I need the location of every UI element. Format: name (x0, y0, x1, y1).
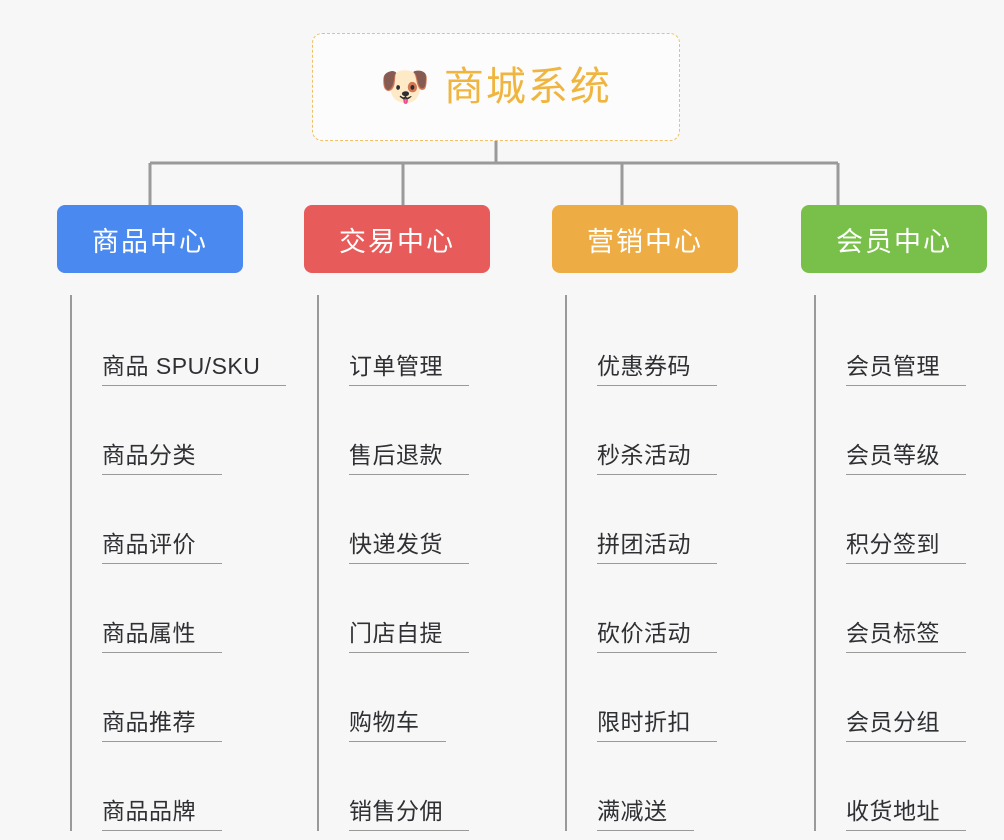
leaf-label: 秒杀活动 (597, 442, 717, 475)
list-item[interactable]: 订单管理 (319, 297, 469, 386)
shiba-dog-icon: 🐶 (380, 65, 430, 109)
leaf-stack-product: 商品 SPU/SKU 商品分类 商品评价 商品属性 商品推荐 商品品牌 (70, 295, 287, 831)
list-item[interactable]: 积分签到 (816, 475, 966, 564)
list-item[interactable]: 快递发货 (319, 475, 469, 564)
list-item[interactable]: 会员分组 (816, 653, 966, 742)
category-label: 商品中心 (92, 226, 208, 257)
leaf-stack-member: 会员管理 会员等级 积分签到 会员标签 会员分组 收货地址 (814, 295, 966, 831)
leaf-label: 商品 SPU/SKU (102, 353, 287, 386)
leaf-label: 购物车 (349, 709, 446, 742)
leaf-label: 会员标签 (846, 620, 966, 653)
leaf-label: 会员等级 (846, 442, 966, 475)
list-item[interactable]: 商品推荐 (72, 653, 286, 742)
root-title: 商城系统 (443, 65, 612, 109)
leaf-label: 砍价活动 (597, 620, 717, 653)
list-item[interactable]: 优惠券码 (567, 297, 717, 386)
list-item[interactable]: 拼团活动 (567, 475, 717, 564)
leaf-label: 快递发货 (349, 531, 469, 564)
leaf-label: 商品分类 (102, 442, 222, 475)
category-column-marketing: 营销中心 优惠券码 秒杀活动 拼团活动 砍价活动 限时折扣 满减送 (502, 205, 753, 831)
leaf-label: 会员分组 (846, 709, 966, 742)
category-label: 会员中心 (836, 226, 952, 257)
leaf-label: 拼团活动 (597, 531, 717, 564)
list-item[interactable]: 门店自提 (319, 564, 469, 653)
leaf-label: 会员管理 (846, 353, 966, 386)
list-item[interactable]: 会员等级 (816, 386, 966, 475)
category-label: 交易中心 (339, 226, 455, 257)
list-item[interactable]: 秒杀活动 (567, 386, 717, 475)
list-item[interactable]: 收货地址 (816, 742, 966, 831)
leaf-label: 订单管理 (349, 353, 469, 386)
leaf-label: 满减送 (597, 798, 694, 831)
list-item[interactable]: 会员管理 (816, 297, 966, 386)
category-box-product[interactable]: 商品中心 (57, 205, 243, 273)
list-item[interactable]: 满减送 (567, 742, 717, 831)
leaf-label: 商品属性 (102, 620, 222, 653)
category-label: 营销中心 (587, 226, 703, 257)
category-column-product: 商品中心 商品 SPU/SKU 商品分类 商品评价 商品属性 商品推荐 商品品牌 (0, 205, 287, 831)
leaf-label: 收货地址 (846, 798, 966, 831)
leaf-label: 商品品牌 (102, 798, 222, 831)
list-item[interactable]: 砍价活动 (567, 564, 717, 653)
root-node[interactable]: 🐶 商城系统 (312, 33, 680, 141)
leaf-stack-trade: 订单管理 售后退款 快递发货 门店自提 购物车 销售分佣 (317, 295, 469, 831)
leaf-label: 销售分佣 (349, 798, 469, 831)
list-item[interactable]: 销售分佣 (319, 742, 469, 831)
category-box-member[interactable]: 会员中心 (801, 205, 987, 273)
category-box-trade[interactable]: 交易中心 (304, 205, 490, 273)
leaf-label: 商品评价 (102, 531, 222, 564)
leaf-label: 售后退款 (349, 442, 469, 475)
list-item[interactable]: 限时折扣 (567, 653, 717, 742)
list-item[interactable]: 商品品牌 (72, 742, 286, 831)
list-item[interactable]: 商品分类 (72, 386, 286, 475)
category-columns: 商品中心 商品 SPU/SKU 商品分类 商品评价 商品属性 商品推荐 商品品牌… (0, 205, 1004, 831)
list-item[interactable]: 售后退款 (319, 386, 469, 475)
list-item[interactable]: 商品 SPU/SKU (72, 297, 287, 386)
leaf-label: 限时折扣 (597, 709, 717, 742)
list-item[interactable]: 商品属性 (72, 564, 286, 653)
leaf-label: 优惠券码 (597, 353, 717, 386)
leaf-label: 积分签到 (846, 531, 966, 564)
category-column-member: 会员中心 会员管理 会员等级 积分签到 会员标签 会员分组 收货地址 (753, 205, 1004, 831)
leaf-stack-marketing: 优惠券码 秒杀活动 拼团活动 砍价活动 限时折扣 满减送 (565, 295, 717, 831)
leaf-label: 商品推荐 (102, 709, 222, 742)
leaf-label: 门店自提 (349, 620, 469, 653)
category-column-trade: 交易中心 订单管理 售后退款 快递发货 门店自提 购物车 销售分佣 (251, 205, 502, 831)
list-item[interactable]: 会员标签 (816, 564, 966, 653)
category-box-marketing[interactable]: 营销中心 (552, 205, 738, 273)
list-item[interactable]: 购物车 (319, 653, 469, 742)
list-item[interactable]: 商品评价 (72, 475, 286, 564)
